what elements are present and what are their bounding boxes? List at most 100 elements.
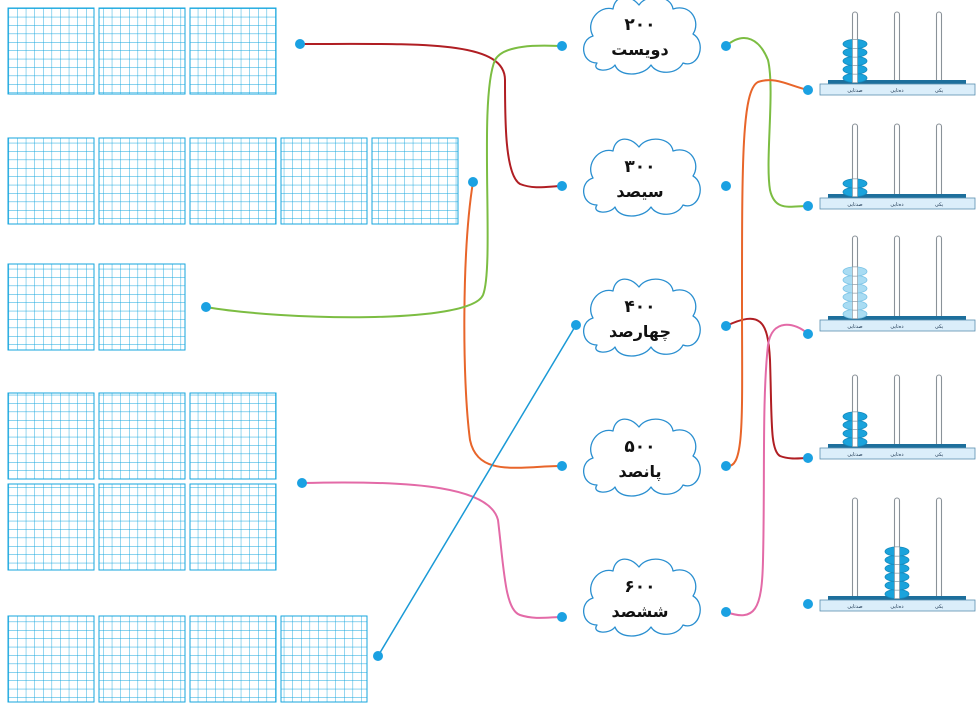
abacus-dot[interactable]	[803, 599, 813, 609]
hundred-square	[189, 137, 277, 225]
cloud-right-dot[interactable]	[721, 41, 731, 51]
cloud-number: ۴۰۰	[624, 297, 655, 317]
bead-rod-segment	[852, 437, 858, 447]
abacus-base-top	[828, 316, 966, 320]
abacus-rod	[935, 123, 943, 199]
connection-line-3	[205, 44, 563, 319]
abacus-place-label: صدتایی	[847, 88, 862, 94]
connection-line-9	[725, 323, 809, 617]
abacus-place-label: یکی	[935, 324, 944, 330]
cloud-right-dot[interactable]	[721, 321, 731, 331]
abacus-dot[interactable]	[803, 201, 813, 211]
bead-rod-segment	[852, 178, 858, 189]
abacus-dot[interactable]	[803, 329, 813, 339]
grid-group-400	[7, 615, 368, 703]
connection-line-2	[463, 181, 563, 469]
grid-dot[interactable]	[468, 177, 478, 187]
bead-rod-segment	[852, 300, 858, 311]
bead-rod-segment	[894, 555, 900, 565]
cloud-600: ۶۰۰ ششصد	[583, 558, 701, 637]
bead-rod-segment	[852, 309, 858, 319]
abacus-place-label: صدتایی	[847, 604, 862, 610]
grid-group-200	[7, 263, 186, 351]
abacus-dot[interactable]	[803, 453, 813, 463]
cloud-left-dot[interactable]	[557, 461, 567, 471]
abacus-base	[819, 319, 976, 332]
connection-line-6	[725, 37, 809, 208]
abacus-rod	[935, 497, 943, 601]
hundred-square	[280, 615, 368, 703]
hundred-square	[98, 615, 186, 703]
hundred-square	[189, 483, 277, 571]
abacus-place-label: صدتایی	[847, 324, 862, 330]
hundred-square	[7, 392, 95, 480]
abacus-base	[819, 447, 976, 460]
grid-group-500	[7, 137, 459, 225]
hundred-grids-column	[7, 7, 459, 703]
abacus-base	[819, 197, 976, 210]
abacus-dot[interactable]	[803, 85, 813, 95]
cloud-left-dot[interactable]	[557, 612, 567, 622]
cloud-shape	[583, 418, 701, 497]
bead-rod-segment	[852, 428, 858, 439]
cloud-right-dot[interactable]	[721, 461, 731, 471]
cloud-left-dot[interactable]	[557, 41, 567, 51]
cloud-word: ششصد	[611, 602, 668, 621]
abacus-place-label: یکی	[935, 202, 944, 208]
connection-line-5	[377, 324, 577, 657]
grid-dot[interactable]	[373, 651, 383, 661]
bead-rod-segment	[852, 64, 858, 75]
abacus-rod	[935, 374, 943, 449]
cloud-number: ۶۰۰	[624, 577, 655, 597]
bead-rod-segment	[852, 56, 858, 66]
cloud-right-dot[interactable]	[721, 181, 731, 191]
abacus-rod	[893, 11, 901, 85]
abacus-base-top	[828, 194, 966, 198]
hundred-square	[371, 137, 459, 225]
abacus-rod	[893, 123, 901, 199]
hundred-square	[7, 137, 95, 225]
cloud-right-dot[interactable]	[721, 607, 731, 617]
hundred-square	[98, 263, 186, 351]
bead-rod-segment	[852, 47, 858, 58]
cloud-word: پانصد	[618, 462, 661, 482]
connection-dots	[201, 39, 813, 661]
abacus-base	[819, 599, 976, 612]
connection-line-7	[725, 317, 809, 460]
bead-rod-segment	[852, 283, 858, 294]
abacus-rod	[935, 11, 943, 85]
cloud-word: دویست	[611, 40, 668, 59]
abacus-rod	[893, 374, 901, 449]
hundred-square	[7, 263, 95, 351]
cloud-left-dot[interactable]	[557, 181, 567, 191]
cloud-shape	[583, 138, 701, 217]
grid-dot[interactable]	[295, 39, 305, 49]
grid-dot[interactable]	[201, 302, 211, 312]
abacus-base	[819, 83, 976, 96]
cloud-number: ۳۰۰	[624, 157, 655, 177]
hundred-square	[7, 615, 95, 703]
bead-rod-segment	[852, 275, 858, 285]
abacus-place-label: صدتایی	[847, 202, 862, 208]
hundred-square	[98, 392, 186, 480]
abacus-place-label: ده‌تایی	[890, 604, 903, 610]
connection-line-8	[725, 79, 809, 468]
grid-dot[interactable]	[297, 478, 307, 488]
cloud-word: سیصد	[616, 182, 663, 201]
abacus-place-label: یکی	[935, 452, 944, 458]
bead-rod-segment	[894, 580, 900, 591]
bead-rod-segment	[852, 39, 858, 49]
bead-rod-segment	[894, 546, 900, 557]
hundred-square	[7, 7, 95, 95]
bead-rod-segment	[852, 292, 858, 302]
bead-rod-segment	[852, 411, 858, 422]
abacus-base-top	[828, 80, 966, 84]
bead-rod-segment	[852, 266, 858, 277]
cloud-left-dot[interactable]	[571, 320, 581, 330]
